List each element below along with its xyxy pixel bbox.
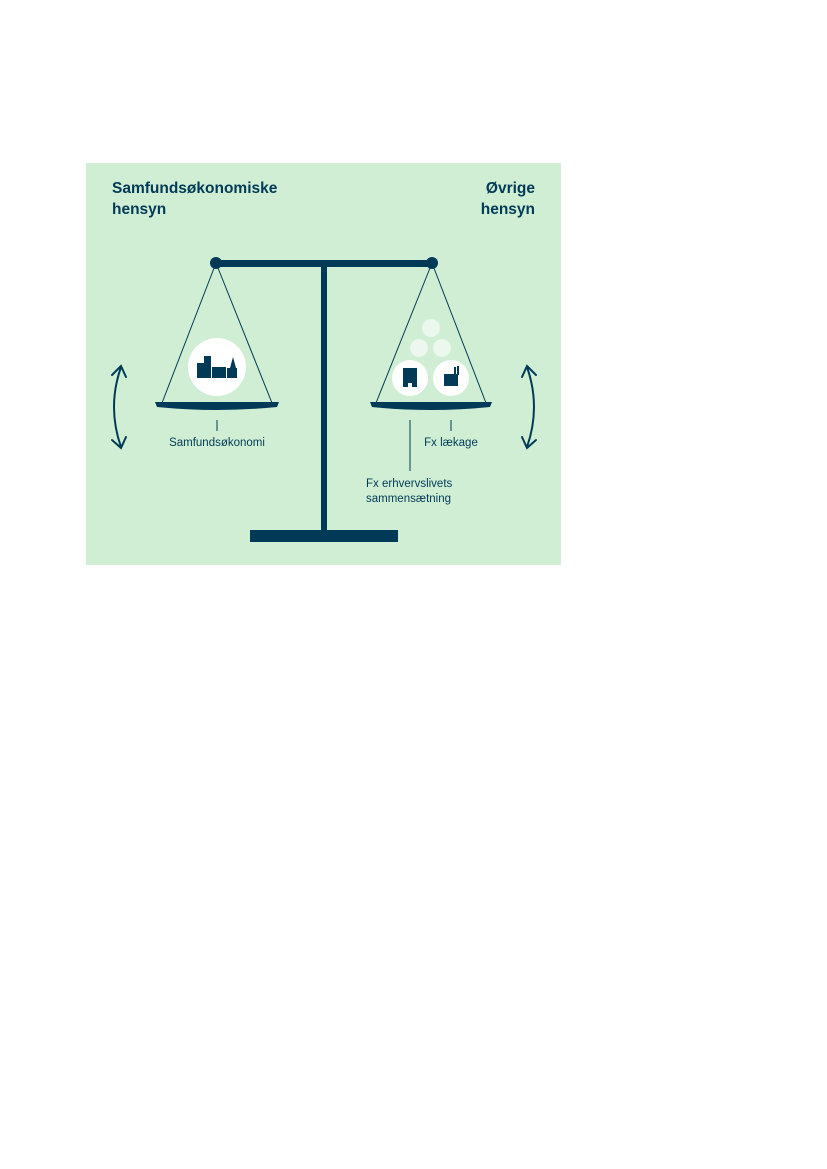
curved-double-arrow-icon: [521, 364, 537, 450]
factory-icon: [444, 366, 459, 386]
right-heading-line2: hensyn: [481, 201, 535, 218]
town-icon: [197, 356, 237, 378]
faint-circle: [422, 319, 440, 337]
office-building-icon: [403, 368, 417, 387]
left-pan-label: Samfundsøkonomi: [169, 437, 265, 449]
left-heading-line2: hensyn: [112, 201, 166, 218]
right-pan-label-2-line2: sammensætning: [366, 493, 451, 505]
right-pan: [370, 262, 492, 410]
right-heading-line1: Øvrige: [486, 180, 535, 197]
left-pan: [155, 262, 279, 410]
faint-circle: [410, 339, 428, 357]
faint-circle: [433, 339, 451, 357]
scale-pole: [321, 263, 327, 533]
right-pan-label-1: Fx lækage: [424, 437, 478, 449]
curved-double-arrow-icon: [111, 364, 127, 450]
left-heading-line1: Samfundsøkonomiske: [112, 180, 278, 197]
scale-beam: [216, 260, 432, 267]
right-pan-label-2-line1: Fx erhvervslivets: [366, 478, 453, 490]
scale-base: [250, 530, 398, 542]
